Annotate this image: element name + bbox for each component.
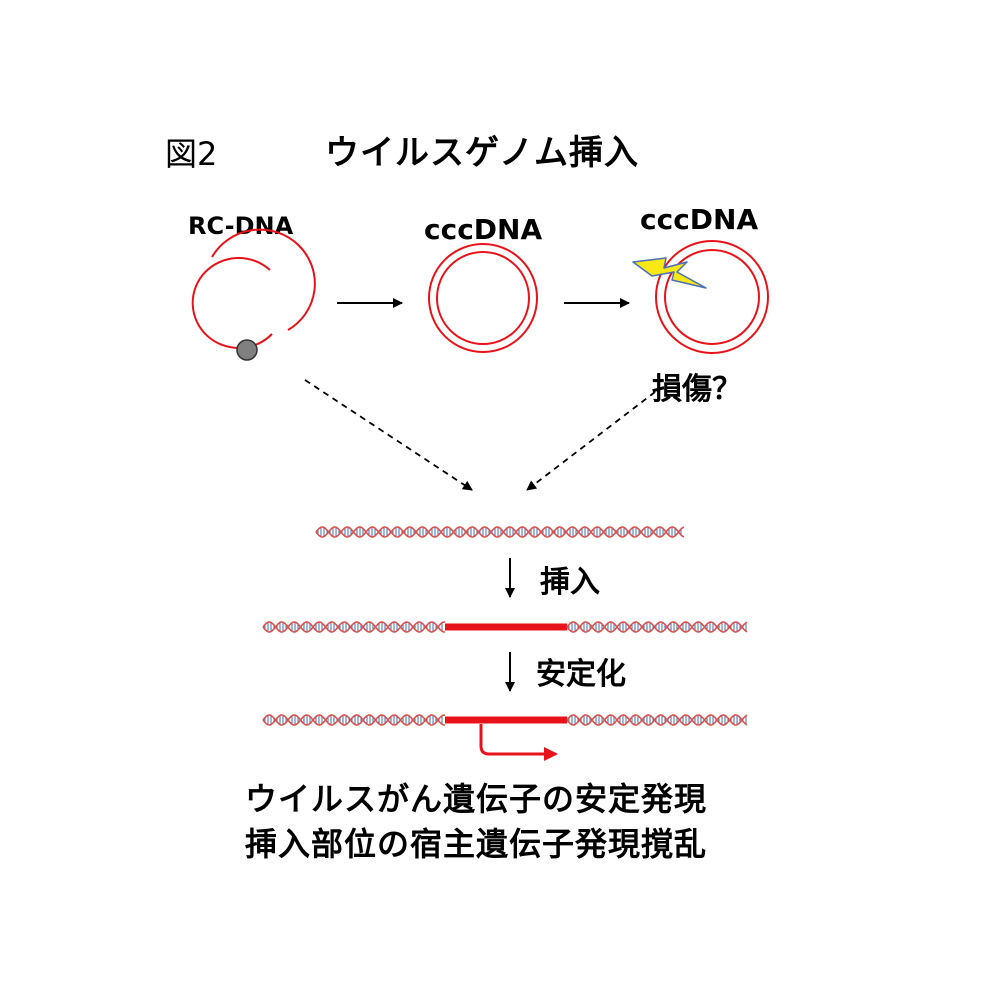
helix-strand [566, 621, 748, 633]
helix-strand [262, 621, 446, 633]
rc-dna-circle [191, 228, 316, 349]
host-dna-helix [315, 526, 685, 538]
helix-strand [262, 714, 446, 726]
damage-label: 損傷？ [652, 372, 742, 407]
polymerase-dot [236, 339, 258, 361]
host-dna-right-after-stabilization [566, 714, 748, 726]
outcome-oncogene-expression: ウイルスがん遺伝子の安定発現 [245, 780, 708, 818]
damaged-cccdna-label: cccDNA [640, 203, 759, 236]
stabilization-step-label: 安定化 [536, 657, 626, 692]
cccdna-circle [428, 243, 538, 353]
helix-strand [315, 526, 685, 538]
host-dna-right-after-insertion [566, 621, 748, 633]
host-dna-left-after-insertion [262, 621, 446, 633]
host-dna-left-after-stabilization [262, 714, 446, 726]
helix-strand [315, 526, 685, 538]
diagram-title: ウイルスゲノム挿入 [325, 133, 639, 173]
damaged-cccdna-circle [655, 240, 769, 354]
dashed-arrow-left [304, 379, 473, 491]
insertion-step-label: 挿入 [540, 565, 600, 600]
outcome-host-gene-disruption: 挿入部位の宿主遺伝子発現撹乱 [245, 825, 708, 863]
transcription-arrow [479, 724, 558, 761]
dashed-arrow-right [526, 391, 656, 491]
helix-strand [566, 714, 748, 726]
helix-strand [262, 621, 446, 633]
helix-strand [262, 714, 446, 726]
lightning-icon [632, 257, 707, 289]
figure-label: 図2 [165, 135, 218, 173]
cccdna-label: cccDNA [424, 213, 543, 246]
